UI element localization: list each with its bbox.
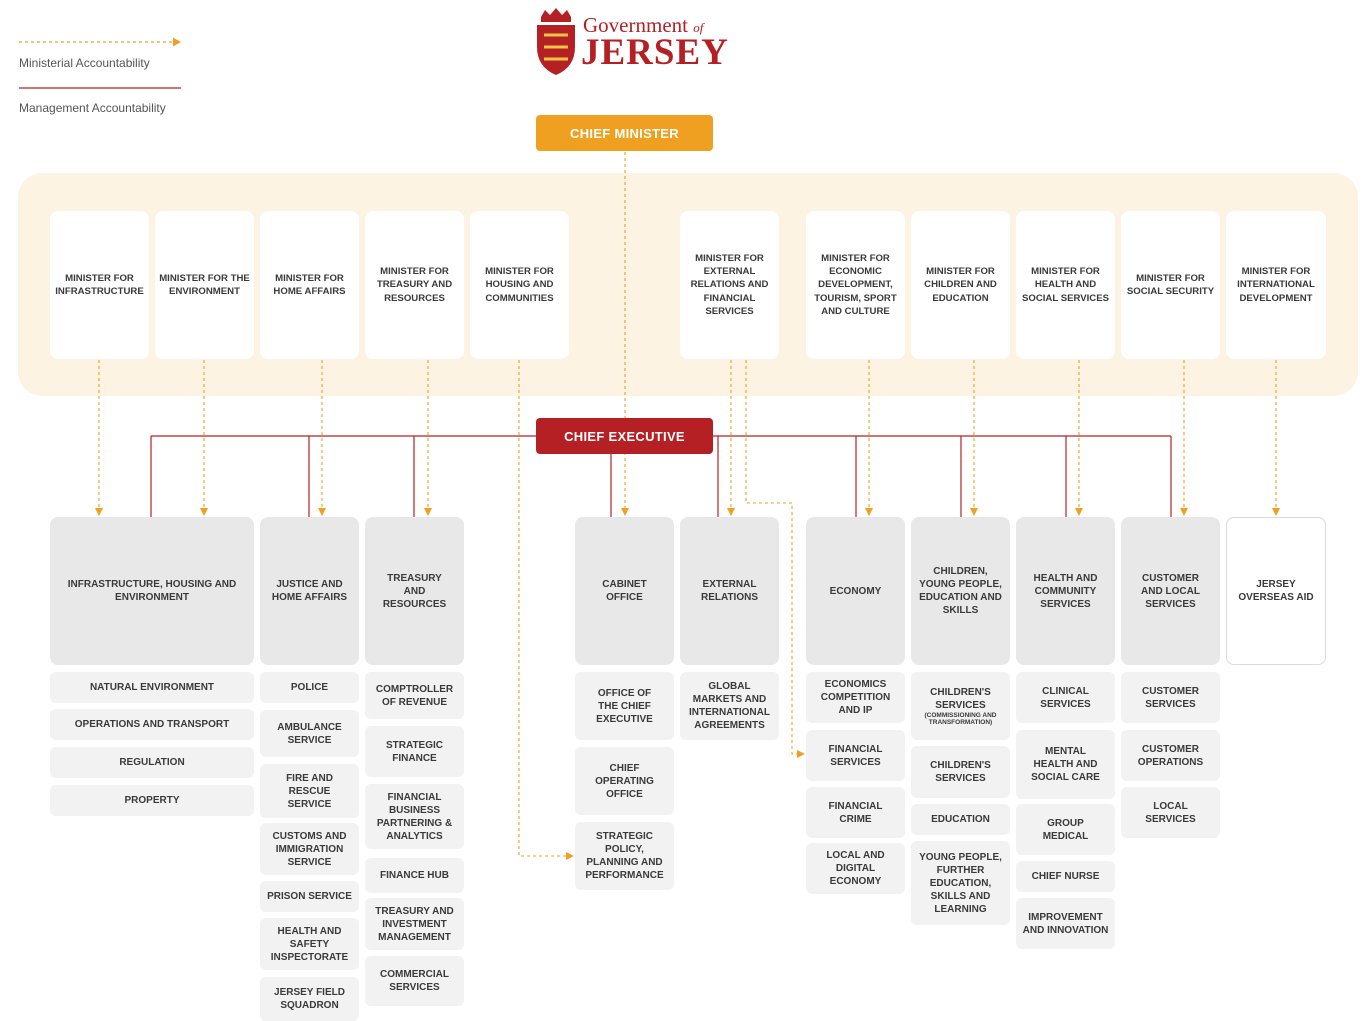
department-overseas-aid: JERSEY OVERSEAS AID (1226, 517, 1326, 665)
department-health: HEALTH AND COMMUNITY SERVICES (1016, 517, 1115, 665)
logo-jersey-text: JERSEY (581, 32, 729, 73)
unit-childrens-services-label: CHILDREN'S SERVICES (930, 686, 991, 711)
unit-treasury-investment: TREASURY AND INVESTMENT MANAGEMENT (365, 898, 464, 950)
unit-customer-operations: CUSTOMER OPERATIONS (1121, 730, 1220, 781)
unit-business-partnering: FINANCIAL BUSINESS PARTNERING & ANALYTIC… (365, 784, 464, 849)
minister-home-affairs: MINISTER FOR HOME AFFAIRS (260, 211, 359, 359)
jersey-crest-icon (537, 8, 575, 75)
unit-ambulance: AMBULANCE SERVICE (260, 710, 359, 757)
minister-environment: MINISTER FOR THE ENVIRONMENT (155, 211, 254, 359)
department-children: CHILDREN, YOUNG PEOPLE, EDUCATION AND SK… (911, 517, 1010, 665)
legend-lines (19, 37, 181, 89)
unit-financial-services: FINANCIAL SERVICES (806, 730, 905, 781)
minister-external-relations: MINISTER FOR EXTERNAL RELATIONS AND FINA… (680, 211, 779, 359)
unit-economics-competition: ECONOMICS COMPETITION AND IP (806, 672, 905, 723)
unit-strategic-finance: STRATEGIC FINANCE (365, 726, 464, 777)
department-economy: ECONOMY (806, 517, 905, 665)
unit-childrens-services: CHILDREN'S SERVICES (911, 746, 1010, 798)
unit-commercial-services: COMMERCIAL SERVICES (365, 956, 464, 1006)
department-treasury: TREASURY AND RESOURCES (365, 517, 464, 665)
unit-clinical-services: CLINICAL SERVICES (1016, 672, 1115, 723)
minister-economic-development: MINISTER FOR ECONOMIC DEVELOPMENT, TOURI… (806, 211, 905, 359)
legend-management-label: Management Accountability (19, 101, 166, 115)
department-justice: JUSTICE AND HOME AFFAIRS (260, 517, 359, 665)
unit-prison: PRISON SERVICE (260, 881, 359, 912)
minister-health: MINISTER FOR HEALTH AND SOCIAL SERVICES (1016, 211, 1115, 359)
unit-young-people-further-education: YOUNG PEOPLE, FURTHER EDUCATION, SKILLS … (911, 841, 1010, 925)
minister-children-education: MINISTER FOR CHILDREN AND EDUCATION (911, 211, 1010, 359)
unit-customs-immigration: CUSTOMS AND IMMIGRATION SERVICE (260, 823, 359, 875)
department-cabinet-office: CABINET OFFICE (575, 517, 674, 665)
unit-police: POLICE (260, 672, 359, 703)
minister-social-security: MINISTER FOR SOCIAL SECURITY (1121, 211, 1220, 359)
unit-natural-environment: NATURAL ENVIRONMENT (50, 672, 254, 703)
unit-local-digital-economy: LOCAL AND DIGITAL ECONOMY (806, 843, 905, 894)
unit-regulation: REGULATION (50, 747, 254, 778)
unit-childrens-services-note: (COMMISSIONING AND TRANSFORMATION) (924, 711, 997, 726)
department-external-relations: EXTERNAL RELATIONS (680, 517, 779, 665)
minister-treasury: MINISTER FOR TREASURY AND RESOURCES (365, 211, 464, 359)
unit-strategic-policy: STRATEGIC POLICY, PLANNING AND PERFORMAN… (575, 822, 674, 890)
unit-finance-hub: FINANCE HUB (365, 858, 464, 893)
unit-education: EDUCATION (911, 804, 1010, 835)
unit-improvement-innovation: IMPROVEMENT AND INNOVATION (1016, 898, 1115, 949)
logo-government-text: Government of (583, 13, 704, 37)
unit-fire-rescue: FIRE AND RESCUE SERVICE (260, 764, 359, 818)
chief-minister-box: CHIEF MINISTER (536, 115, 713, 151)
department-infrastructure: INFRASTRUCTURE, HOUSING AND ENVIRONMENT (50, 517, 254, 665)
minister-housing: MINISTER FOR HOUSING AND COMMUNITIES (470, 211, 569, 359)
unit-field-squadron: JERSEY FIELD SQUADRON (260, 977, 359, 1021)
unit-global-markets: GLOBAL MARKETS AND INTERNATIONAL AGREEME… (680, 672, 779, 740)
unit-customer-services: CUSTOMER SERVICES (1121, 672, 1220, 723)
unit-property: PROPERTY (50, 785, 254, 816)
unit-health-safety: HEALTH AND SAFETY INSPECTORATE (260, 918, 359, 970)
unit-chief-operating-office: CHIEF OPERATING OFFICE (575, 747, 674, 815)
chief-executive-box: CHIEF EXECUTIVE (536, 418, 713, 454)
unit-operations-transport: OPERATIONS AND TRANSPORT (50, 709, 254, 740)
unit-childrens-services-commissioning: CHILDREN'S SERVICES (COMMISSIONING AND T… (911, 672, 1010, 740)
legend-ministerial-label: Ministerial Accountability (19, 56, 150, 70)
unit-chief-nurse: CHIEF NURSE (1016, 861, 1115, 892)
minister-international-development: MINISTER FOR INTERNATIONAL DEVELOPMENT (1226, 211, 1326, 359)
unit-office-chief-executive: OFFICE OF THE CHIEF EXECUTIVE (575, 672, 674, 740)
unit-financial-crime: FINANCIAL CRIME (806, 787, 905, 838)
department-customer-local: CUSTOMER AND LOCAL SERVICES (1121, 517, 1220, 665)
unit-mental-health: MENTAL HEALTH AND SOCIAL CARE (1016, 730, 1115, 799)
unit-comptroller: COMPTROLLER OF REVENUE (365, 672, 464, 719)
unit-local-services: LOCAL SERVICES (1121, 787, 1220, 838)
minister-infrastructure: MINISTER FOR INFRASTRUCTURE (50, 211, 149, 359)
unit-group-medical: GROUP MEDICAL (1016, 804, 1115, 855)
